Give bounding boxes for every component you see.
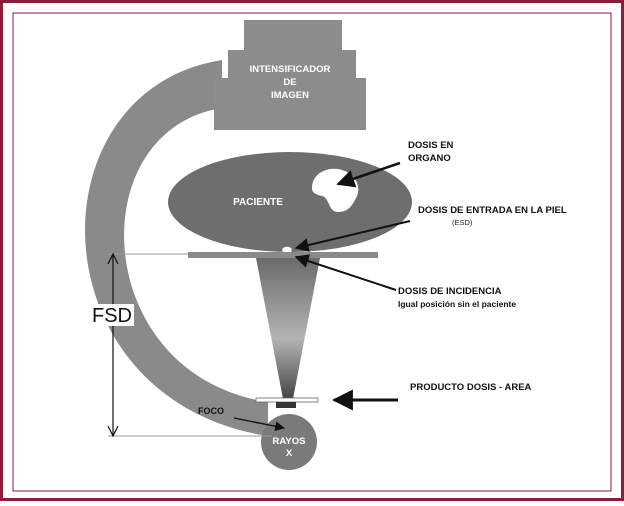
inner-border: [12, 12, 612, 492]
patient-label: PACIENTE: [233, 197, 283, 208]
focus-arrow: [233, 417, 285, 432]
fsd-label-bg: [94, 304, 134, 326]
image-intensifier: INTENSIFICADOR DE IMAGEN: [214, 20, 366, 130]
fsd-label: FSD: [92, 305, 132, 327]
entrance-dose-arrow: [294, 220, 411, 252]
patient-table: [188, 252, 378, 258]
xray-beam: [256, 258, 320, 404]
incident-dose-arrow: [294, 254, 397, 291]
intensifier-label-2: DE: [283, 77, 296, 88]
dap-label: PRODUCTO DOSIS - AREA: [410, 382, 532, 393]
entrance-dose-label: DOSIS DE ENTRADA EN LA PIEL: [418, 205, 567, 216]
collimator: [276, 402, 296, 408]
intensifier-label-1: INTENSIFICADOR: [250, 64, 331, 75]
focus-label: FOCO: [198, 406, 224, 416]
incident-dose-note: Igual posición sin el paciente: [398, 299, 516, 309]
dap-meter: [255, 397, 319, 403]
organ-dose-label-2: ORGANO: [408, 153, 451, 164]
xray-label-2: X: [286, 448, 293, 459]
organ-dose-arrow: [336, 161, 401, 188]
fsd-dimension: [107, 252, 272, 438]
incident-dose-label: DOSIS DE INCIDENCIA: [398, 286, 502, 297]
patient-body: [168, 152, 412, 252]
entrance-dose-abbr: (ESD): [452, 218, 473, 227]
c-arm: [85, 60, 268, 436]
intensifier-label-3: IMAGEN: [271, 90, 309, 101]
organ-dose-label-1: DOSIS EN: [408, 140, 454, 151]
xray-label-1: RAYOS: [273, 436, 306, 447]
